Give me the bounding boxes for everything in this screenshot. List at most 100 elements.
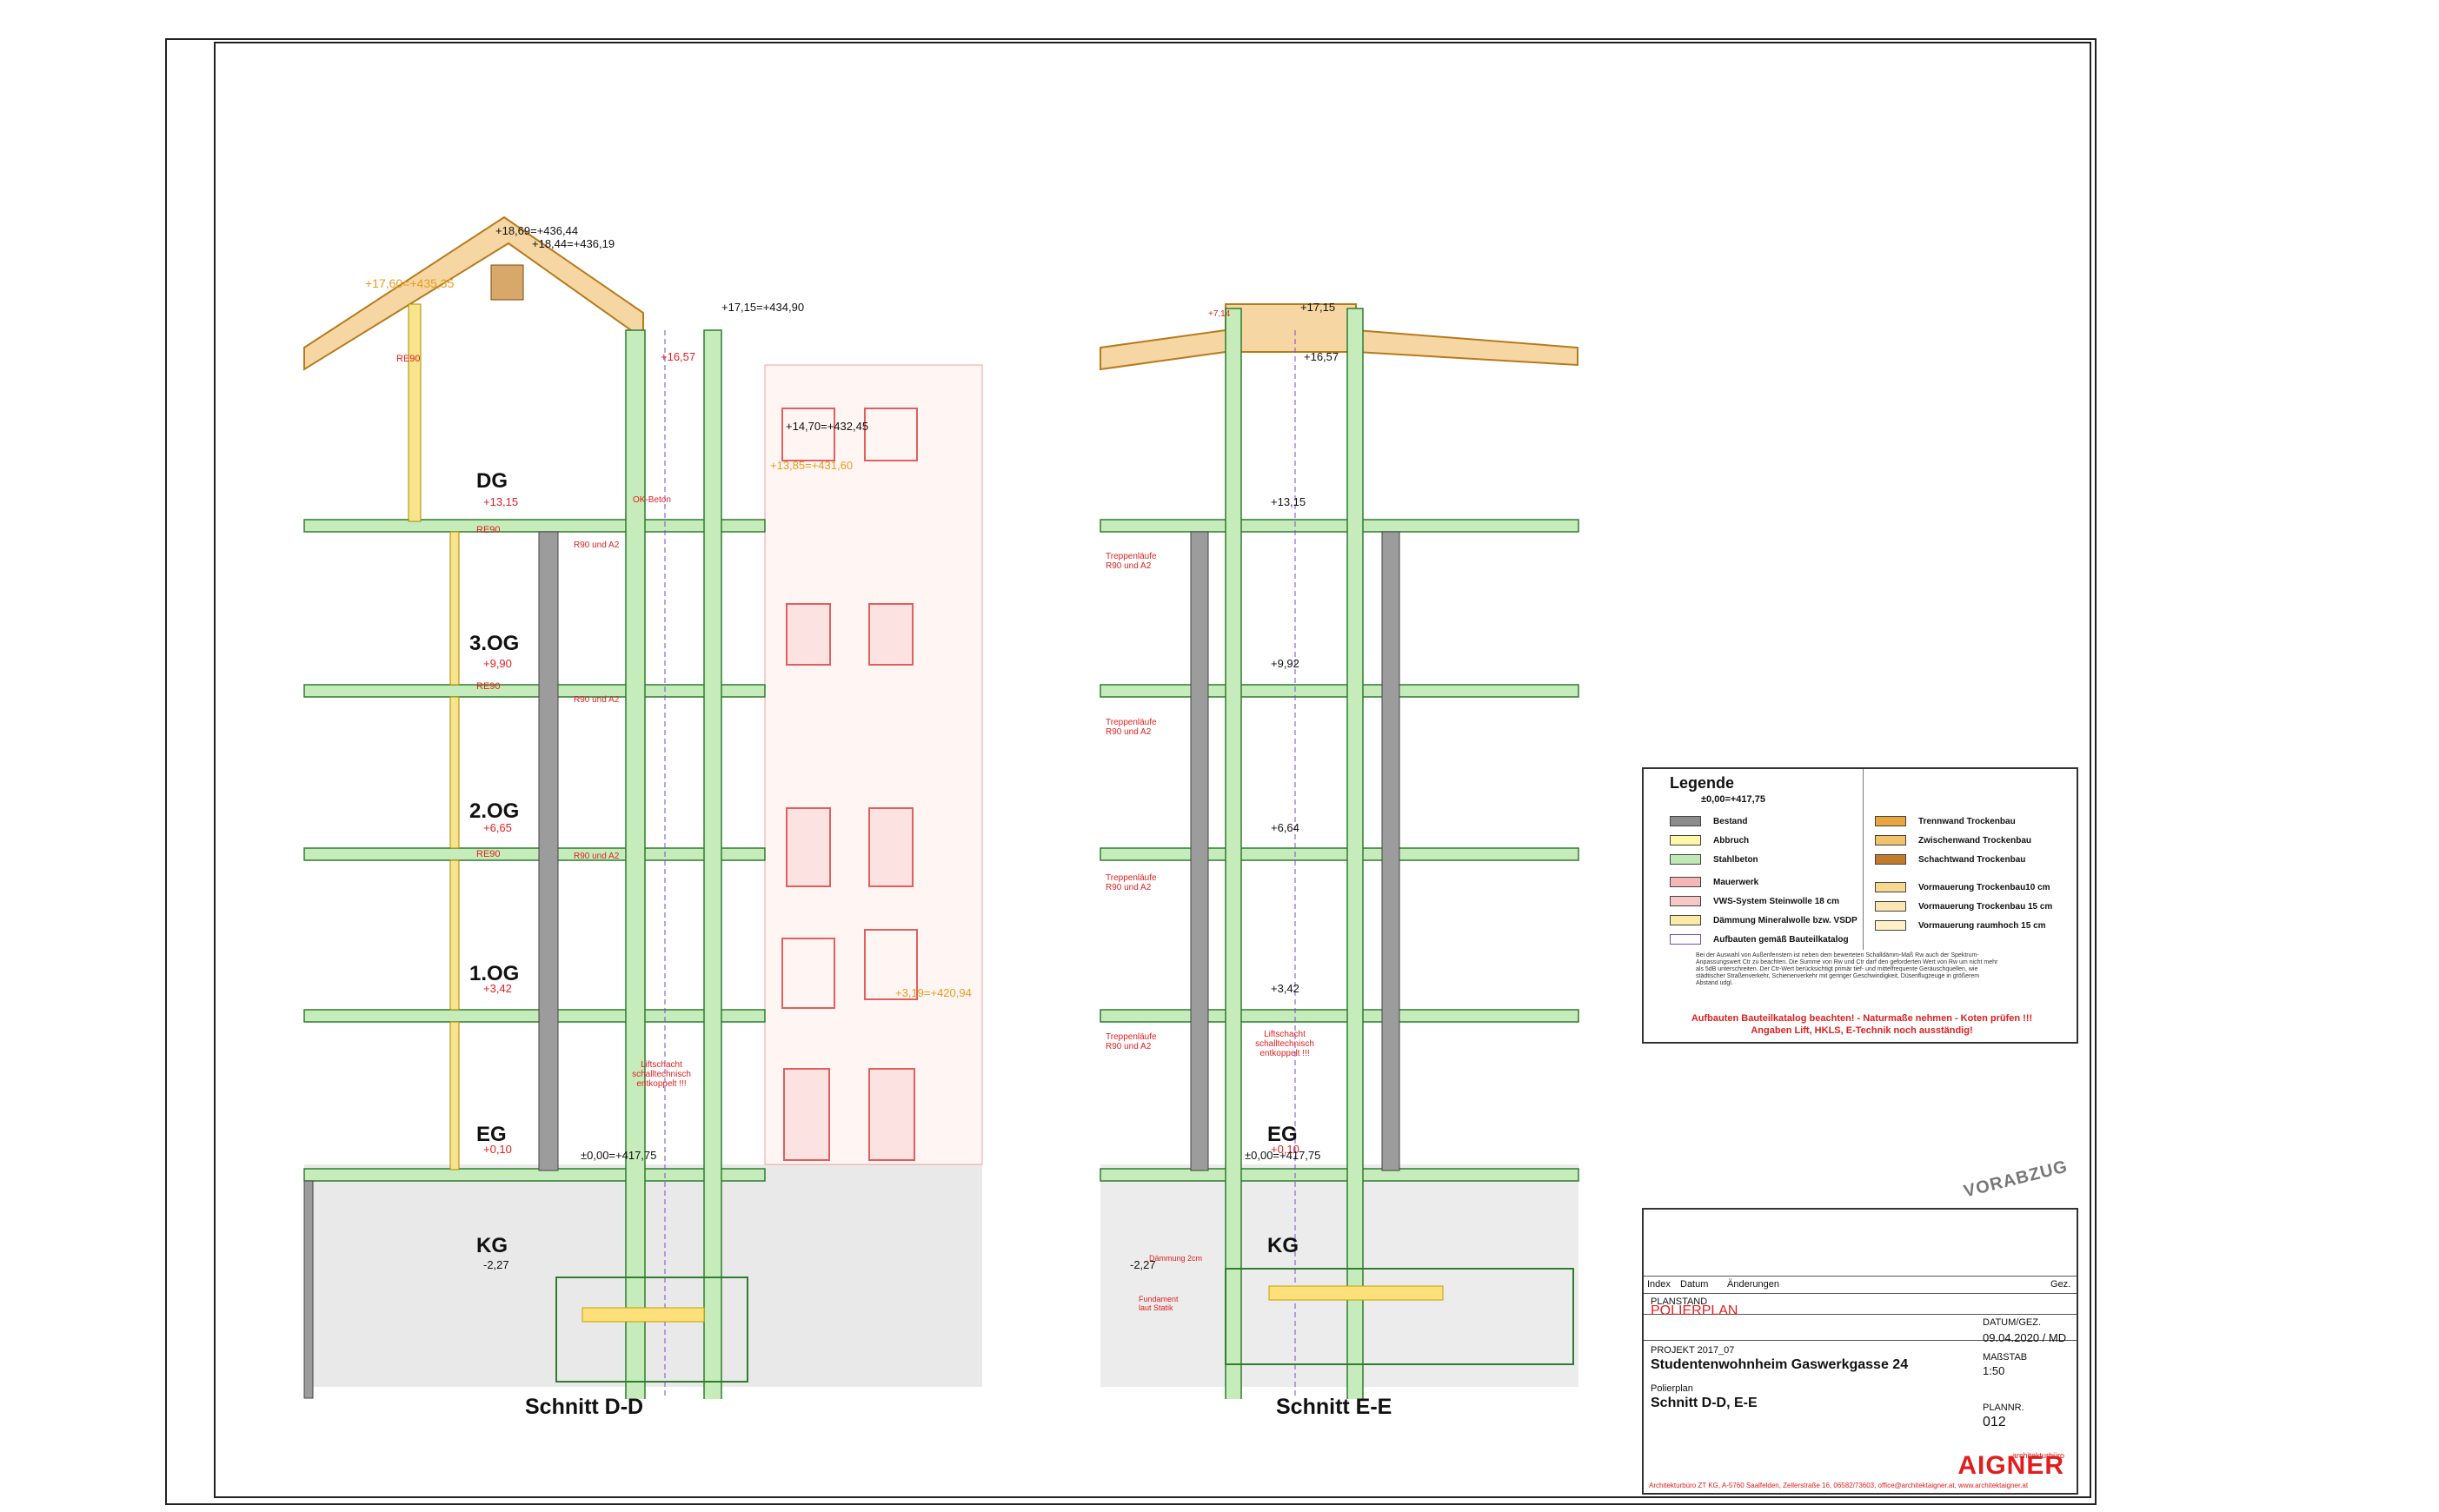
floor-label-kg-right: KG [1267,1234,1299,1257]
level-eg-left: +0,10 [483,1143,512,1156]
tb-massstab: 1:50 [1983,1364,2005,1377]
tb-plannr-label: PLANNR. [1983,1403,2024,1413]
level-kg-right: -2,27 [1130,1258,1156,1271]
legend-item-vws: VWS-System Steinwolle 18 cm [1670,894,1839,908]
legend-label: Vormauerung raumhoch 15 cm [1918,920,2046,931]
level-eg-right: +0,10 [1271,1143,1299,1156]
legend-note: Bei der Auswahl von Außenfenstern ist ne… [1696,952,1998,986]
tb-datum-label: DATUM/GEZ. [1983,1317,2042,1328]
level-dg-left: +13,15 [483,495,519,508]
level-kg-left: -2,27 [483,1258,509,1271]
legend-title: Legende [1670,774,1735,792]
tb-rule [1644,1276,2077,1277]
level-3og-left: +9,90 [483,657,512,670]
legend-item-abbruch: Abbruch [1670,833,1749,847]
tb-rule [1644,1314,2077,1315]
floor-label-kg: KG [476,1234,508,1257]
tb-planstand: POLIERPLAN [1651,1303,1738,1318]
swatch-daemmung [1670,915,1701,925]
mark-r90a2-2og: R90 und A2 [574,852,620,861]
legend-label: Mauerwerk [1713,877,1759,887]
legend-warning: Aufbauten Bauteilkatalog beachten! - Nat… [1647,1012,2077,1037]
swatch-vws [1670,896,1701,906]
mark-re90-3og: RE90 [476,681,501,692]
swatch-schachtwand [1875,854,1906,865]
mark-treppen-1og: Treppenläufe R90 und A2 [1106,873,1157,892]
elevation-neighbour-1: +14,70=+432,45 [786,420,869,433]
tb-projekt-label: PROJEKT 2017_07 [1651,1345,1735,1356]
level-3og-right: +9,92 [1271,657,1299,670]
swatch-stahlbeton [1670,854,1701,865]
legend-warning-1: Aufbauten Bauteilkatalog beachten! - Nat… [1691,1013,2033,1024]
legend-label: Bestand [1713,816,1748,826]
legend-item-vormauerung-raumhoch: Vormauerung raumhoch 15 cm [1875,918,2046,932]
drawing-border [214,42,2091,1498]
elevation-neighbour-2: +13,85=+431,60 [770,459,854,472]
elevation-ridge: +18,69=+436,44 [495,224,579,237]
view-title-d-d: Schnitt D-D [525,1395,644,1419]
mark-re90-2og: RE90 [476,849,501,859]
tb-datum: 09.04.2020 / MD [1983,1331,2067,1344]
tb-projekt: Studentenwohnheim Gaswerkgasse 24 [1651,1357,1909,1372]
legend-label: Trennwand Trockenbau [1918,816,2016,826]
legend-item-mauerwerk: Mauerwerk [1670,875,1758,889]
tb-rule [1644,1340,2077,1341]
mark-treppen-eg: Treppenläufe R90 und A2 [1106,1032,1157,1051]
level-eg-reference-right: ±0,00=+417,75 [1245,1149,1321,1162]
tb-col-datum: Datum [1680,1279,1709,1290]
level-dg-right: +13,15 [1271,495,1306,508]
swatch-abbruch [1670,835,1701,846]
legend-label: Schachtwand Trockenbau [1918,854,2026,865]
elevation-shaft-top-right: +16,57 [1304,350,1339,363]
swatch-bestand [1670,816,1701,826]
tb-planstand-label: PLANSTAND [1651,1296,1708,1307]
tb-plan: Schnitt D-D, E-E [1651,1396,1758,1410]
swatch-vormauerung-15 [1875,901,1906,912]
tb-plannr: 012 [1983,1415,2006,1429]
floor-label-2og: 2.OG [469,799,520,823]
mark-re90-dg: RE90 [476,525,501,535]
level-2og-right: +6,64 [1271,821,1299,834]
floor-label-1og: 1.OG [469,962,520,985]
tb-col-aenderungen: Änderungen [1727,1279,1779,1290]
mark-fundament: Fundament laut Statik [1139,1295,1179,1312]
legend-label: VWS-System Steinwolle 18 cm [1713,896,1840,906]
floor-label-eg-right: EG [1267,1123,1298,1146]
mark-treppen-3og: Treppenläufe R90 und A2 [1106,552,1157,571]
legend-item-zwischenwand: Zwischenwand Trockenbau [1875,833,2031,847]
swatch-vormauerung-raumhoch [1875,920,1906,931]
tb-office-small: architekturbüro [2011,1451,2064,1460]
section-e-e-drawing [1100,303,1579,1399]
level-1og-right: +3,42 [1271,982,1299,995]
legend-item-trennwand: Trennwand Trockenbau [1875,814,2016,828]
tb-address: Architekturbüro ZT KG, A-5760 Saalfelden… [1649,1482,2029,1489]
mark-r90a2-3og: R90 und A2 [574,695,620,705]
legend-item-aufbauten: Aufbauten gemäß Bauteilkatalog [1670,932,1849,946]
legend-item-vormauerung-15: Vormauerung Trockenbau 15 cm [1875,899,2052,913]
section-d-d-drawing [303,216,983,1399]
legend-label: Stahlbeton [1713,854,1758,865]
mark-treppen-2og: Treppenläufe R90 und A2 [1106,718,1157,737]
tb-office-logo: AIGNER [1957,1451,2064,1480]
legend-warning-2: Angaben Lift, HKLS, E-Technik noch ausst… [1751,1025,1973,1036]
elevation-roof: +17,15=+434,90 [721,301,805,314]
elevation-roof-right-left: +7,14 [1208,309,1231,319]
legend-item-bestand: Bestand [1670,814,1747,828]
legend-box: Legende ±0,00=+417,75 Bestand Abbruch St… [1642,767,2078,1044]
mark-lift-right: Liftschacht schalltechnisch entkoppelt !… [1255,1030,1314,1058]
tb-massstab-label: MAßSTAB [1983,1352,2028,1363]
legend-label: Zwischenwand Trockenbau [1918,835,2032,846]
swatch-aufbauten [1670,934,1701,945]
mark-lift-left: Liftschacht schalltechnisch entkoppelt !… [632,1060,691,1089]
elevation-neighbour-3: +3,19=+420,94 [895,986,972,999]
tb-col-index: Index [1647,1279,1671,1290]
legend-item-daemmung: Dämmung Mineralwolle bzw. VSDP [1670,913,1857,927]
view-title-e-e: Schnitt E-E [1276,1395,1392,1419]
mark-re90-roof: RE90 [396,354,421,364]
elevation-ridge-2: +18,44=+436,19 [532,237,615,250]
mark-ok-beton: OK-Beton [633,495,671,505]
floor-label-dg: DG [476,469,508,493]
legend-item-vormauerung-10: Vormauerung Trockenbau10 cm [1875,880,2050,894]
tb-rule [1644,1293,2077,1294]
